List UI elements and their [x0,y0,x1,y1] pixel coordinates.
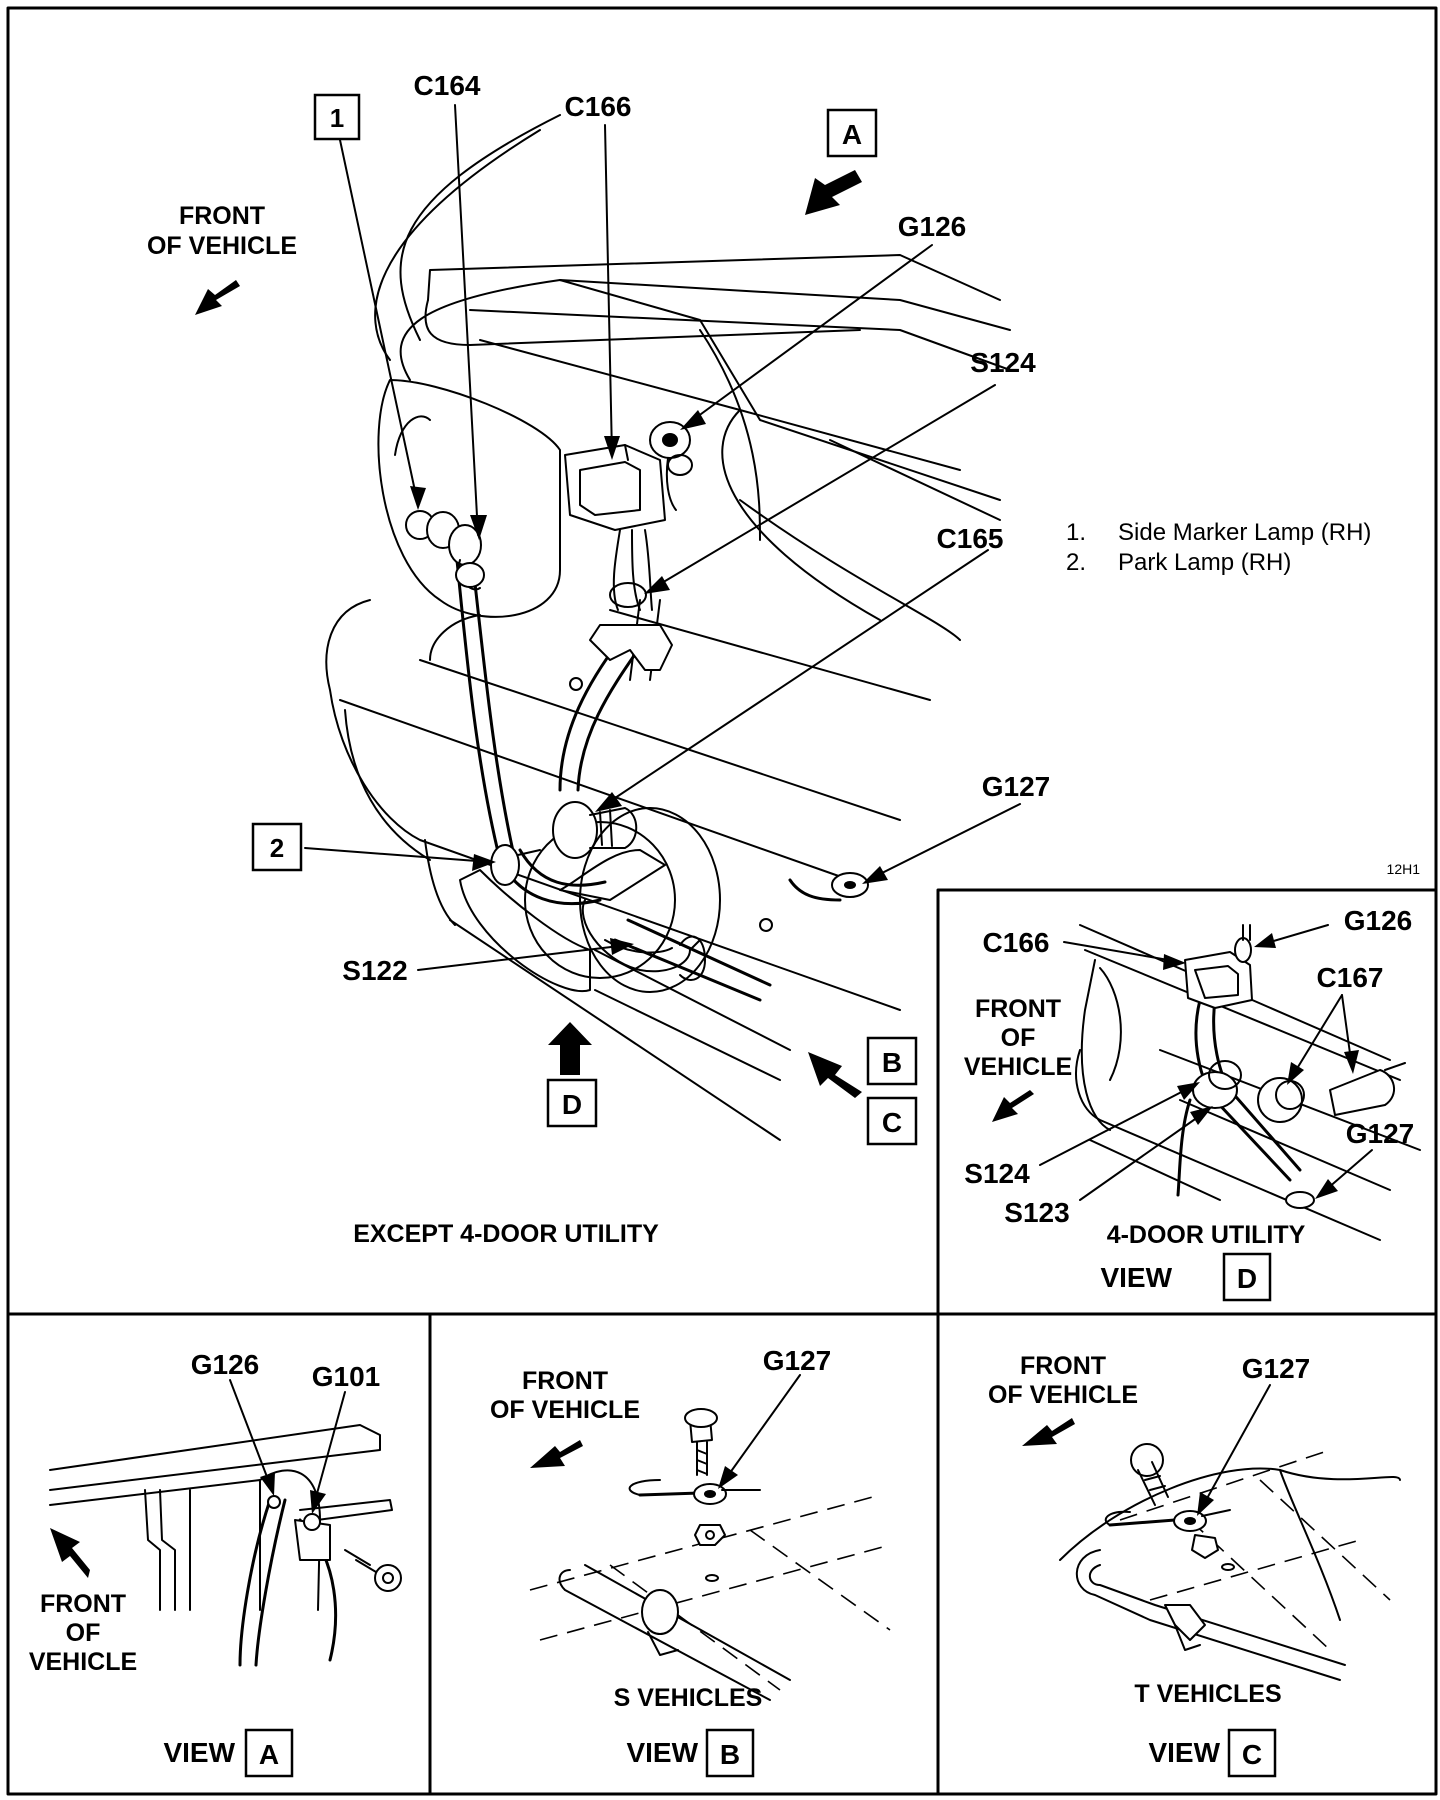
view-c-drawing [1059,1443,1401,1681]
view-d-leaders [992,924,1373,1201]
view-a-labels: G126 G101 FRONT OF VEHICLE VIEW A [29,1349,381,1778]
view-d-caption: 4-DOOR UTILITY [1107,1221,1306,1249]
label-c165: C165 [937,523,1004,554]
panel-frames [6,6,1438,1796]
callout-view-b: B [882,1047,902,1078]
view-b-panel: FRONT OF VEHICLE G127 S VEHICLES VIEW B [490,1345,891,1778]
view-d-letter: D [1237,1263,1257,1294]
view-d-front-arrow [992,1090,1034,1122]
view-a-letter: A [259,1739,279,1770]
label-c164: C164 [414,70,481,101]
callout-view-c-box [866,1096,918,1146]
view-b-labels: FRONT OF VEHICLE G127 S VEHICLES VIEW B [490,1345,832,1778]
legend-1-num: 1. [1066,519,1086,546]
main-labels: C164 C166 G126 S124 C165 G127 S122 FRONT… [147,70,1420,1248]
callout-2-box [251,822,303,872]
view-c-letter-box [1227,1728,1277,1778]
callout-view-c: C [882,1107,902,1138]
view-a-front-line3: VEHICLE [29,1648,137,1676]
view-d-frame [936,888,1438,1316]
view-d-letter-box [1222,1252,1272,1302]
label-c166: C166 [565,91,632,122]
callout-2: 2 [270,833,284,863]
legend-2-num: 2. [1066,549,1086,576]
front-of-vehicle-line1: FRONT [179,202,265,230]
callout-1: 1 [330,103,344,133]
main-caption: EXCEPT 4-DOOR UTILITY [353,1220,659,1248]
callout-1-box [313,93,361,141]
view-d-view-word: VIEW [1100,1262,1172,1293]
view-d-drawing [1075,924,1421,1241]
view-d-panel: C166 G126 C167 G127 S124 S123 FRONT OF V… [964,905,1421,1302]
view-a-front-line2: OF [66,1619,101,1647]
view-a-label-g101: G101 [312,1361,381,1392]
view-a-arrow [805,170,862,215]
view-b-front-line2: OF VEHICLE [490,1396,640,1424]
view-d-front-line2: OF [1001,1024,1036,1052]
view-c-front-line1: FRONT [1020,1352,1106,1380]
main-callouts: 1 2 A D B C [251,93,918,1146]
view-d-front-line1: FRONT [975,995,1061,1023]
main-view: 1 2 A D B C C164 C166 G126 S124 C165 G12… [147,70,1420,1248]
label-g126: G126 [898,211,967,242]
legend-2-text: Park Lamp (RH) [1118,549,1291,576]
view-b-caption: S VEHICLES [614,1684,763,1712]
view-d-labels: C166 G126 C167 G127 S124 S123 FRONT OF V… [964,905,1415,1302]
callout-view-a: A [842,119,862,150]
view-d-label-s123: S123 [1004,1197,1069,1228]
label-g127: G127 [982,771,1051,802]
view-a-panel: G126 G101 FRONT OF VEHICLE VIEW A [29,1349,402,1778]
view-d-arrow [548,1022,592,1075]
view-d-label-s124: S124 [964,1158,1030,1189]
outer-frame [6,6,1438,1796]
view-a-leaders [50,1379,346,1578]
view-a-label-g126: G126 [191,1349,260,1380]
view-c-front-arrow [1022,1418,1075,1446]
view-a-drawing [49,1424,402,1667]
view-c-view-word: VIEW [1148,1737,1220,1768]
view-c-panel: FRONT OF VEHICLE G127 T VEHICLES VIEW C [988,1352,1401,1778]
label-s122: S122 [342,955,407,986]
callout-view-b-box [866,1036,918,1086]
main-leaders [195,104,1021,1098]
view-b-label-g127: G127 [763,1345,832,1376]
view-d-label-g126: G126 [1344,905,1413,936]
view-a-front-line1: FRONT [40,1590,126,1618]
view-a-letter-box [244,1728,294,1778]
view-bc-arrow [808,1052,862,1098]
view-d-label-g127: G127 [1346,1118,1415,1149]
front-of-vehicle-line2: OF VEHICLE [147,232,297,260]
view-c-labels: FRONT OF VEHICLE G127 T VEHICLES VIEW C [988,1352,1311,1778]
view-d-front-line3: VEHICLE [964,1053,1072,1081]
view-a-front-arrow [50,1528,90,1578]
view-c-caption: T VEHICLES [1134,1680,1281,1708]
view-d-label-c166: C166 [983,927,1050,958]
vehicle-body-outline [325,114,1011,1141]
view-b-drawing [529,1408,891,1701]
view-b-front-arrow [530,1440,583,1468]
view-b-front-line1: FRONT [522,1367,608,1395]
figure-code: 12H1 [1387,861,1421,877]
view-b-view-word: VIEW [626,1737,698,1768]
view-c-letter: C [1242,1739,1262,1770]
view-c-label-g127: G127 [1242,1353,1311,1384]
main-harness [405,421,869,1002]
view-c-front-line2: OF VEHICLE [988,1381,1138,1409]
callout-view-a-box [826,108,878,158]
callout-view-d: D [562,1089,582,1120]
view-c-leaders [1022,1384,1271,1516]
callout-view-d-box [546,1078,598,1128]
label-s124: S124 [970,347,1036,378]
view-b-letter: B [720,1739,740,1770]
view-d-label-c167: C167 [1317,962,1384,993]
view-b-leaders [530,1374,801,1489]
view-a-view-word: VIEW [163,1737,235,1768]
front-arrow-main [195,280,240,315]
view-b-letter-box [705,1728,755,1778]
legend-1-text: Side Marker Lamp (RH) [1118,519,1371,546]
